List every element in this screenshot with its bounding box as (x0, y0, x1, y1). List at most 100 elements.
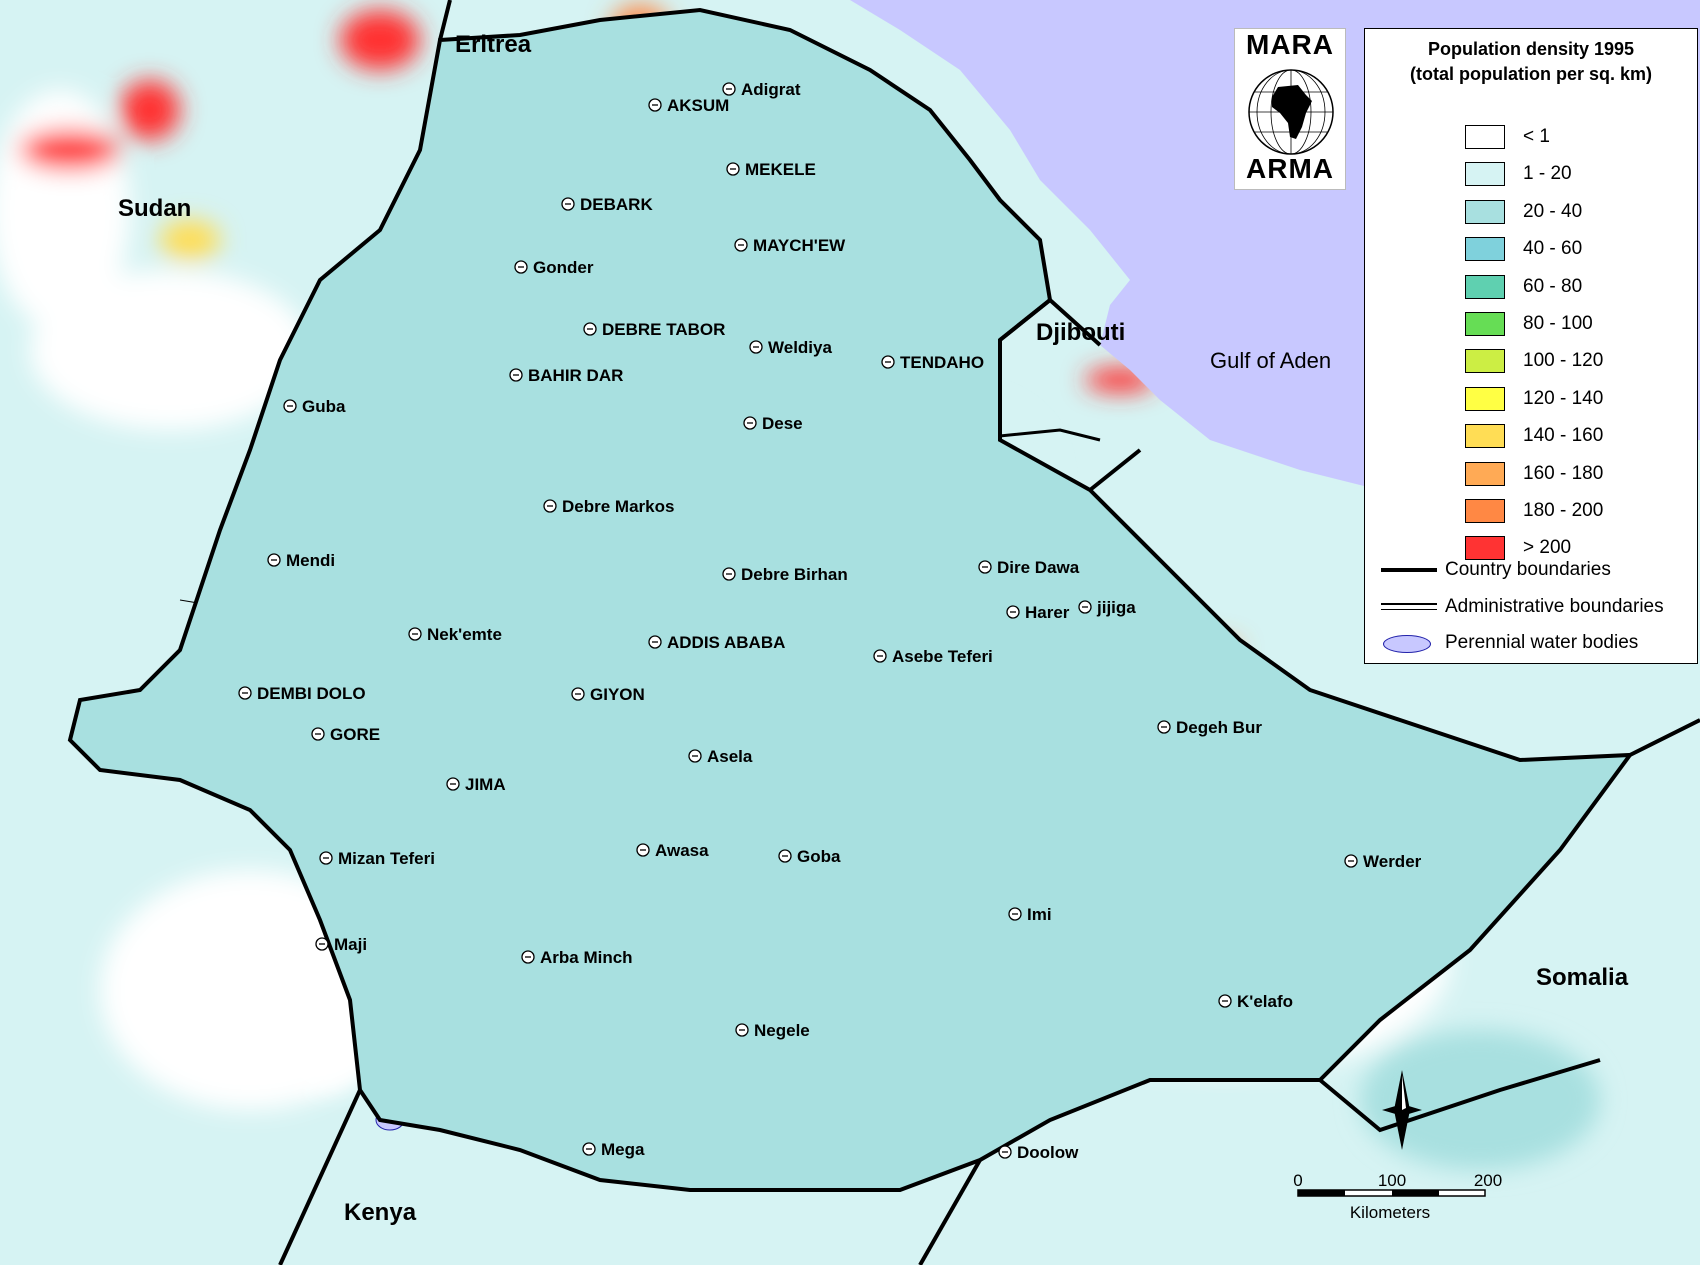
legend-class-label: 100 - 120 (1523, 350, 1604, 372)
place-marker: Awasa (636, 841, 709, 860)
admin-boundary-swatch (1379, 597, 1437, 617)
place-marker: Degeh Bur (1157, 718, 1262, 737)
place-label: Mendi (286, 551, 335, 570)
country-label: Djibouti (1036, 319, 1125, 346)
legend-swatch (1465, 499, 1505, 523)
place-marker: TENDAHO (881, 353, 984, 372)
kenya-west-border (278, 1089, 362, 1265)
place-marker: Mendi (267, 551, 335, 570)
place-marker: jijiga (1078, 598, 1136, 617)
place-marker: DEBRE TABOR (583, 320, 725, 339)
legend-line-label: Administrative boundaries (1445, 596, 1664, 617)
place-label: K'elafo (1237, 992, 1293, 1011)
place-label: GORE (330, 725, 380, 744)
legend-class: 180 - 200 (1465, 497, 1603, 525)
legend-class-label: 1 - 20 (1523, 163, 1572, 185)
legend-class: 20 - 40 (1465, 198, 1582, 226)
place-label: BAHIR DAR (528, 366, 623, 385)
legend-class-label: < 1 (1523, 126, 1550, 147)
place-label: Mega (601, 1140, 645, 1159)
place-label: Imi (1027, 905, 1052, 924)
place-label: JIMA (465, 775, 506, 794)
legend-subtitle: (total population per sq. km) (1410, 64, 1652, 84)
place-marker: Gonder (514, 258, 594, 277)
place-label: Dire Dawa (997, 558, 1080, 577)
legend-swatch (1465, 125, 1505, 149)
logo-text-top: MARA (1246, 29, 1334, 60)
djibouti-border (998, 297, 1102, 347)
place-marker: JIMA (446, 775, 506, 794)
globe-icon (1248, 69, 1334, 155)
place-marker: Guba (283, 397, 346, 416)
legend-class: 80 - 100 (1465, 310, 1593, 338)
place-label: ADDIS ABABA (667, 633, 785, 652)
legend-class: 140 - 160 (1465, 422, 1603, 450)
legend-class: 60 - 80 (1465, 273, 1582, 301)
legend-class-label: 160 - 180 (1523, 462, 1604, 484)
place-marker: ADDIS ABABA (648, 633, 785, 652)
place-marker: BAHIR DAR (509, 366, 623, 385)
place-marker: Doolow (998, 1143, 1079, 1162)
place-label: Debre Markos (562, 497, 674, 516)
place-marker: Mega (582, 1140, 645, 1159)
legend-swatch (1465, 424, 1505, 449)
place-marker: DEBARK (561, 195, 653, 214)
legend-swatch (1465, 274, 1505, 299)
legend-swatch (1465, 162, 1505, 187)
scale-tick: 200 (1474, 1171, 1502, 1190)
place-label: Maji (334, 935, 367, 954)
country-boundary-swatch (1379, 560, 1437, 580)
legend-swatch (1465, 237, 1505, 262)
eritrea-west-border (438, 0, 452, 41)
place-label: Degeh Bur (1176, 718, 1262, 737)
legend-class-label: 40 - 60 (1523, 238, 1583, 260)
place-label: MEKELE (745, 160, 816, 179)
legend-class: < 1 (1465, 123, 1550, 151)
place-label: AKSUM (667, 96, 729, 115)
place-label: Arba Minch (540, 948, 633, 967)
legend-class: 160 - 180 (1465, 460, 1603, 488)
logo-text-bottom: ARMA (1246, 153, 1334, 184)
place-marker: Arba Minch (521, 948, 633, 967)
place-label: DEBARK (580, 195, 653, 214)
country-label: Eritrea (455, 31, 532, 58)
place-label: Debre Birhan (741, 565, 848, 584)
place-label: Awasa (655, 841, 709, 860)
place-marker: Harer (1006, 603, 1070, 622)
legend-swatch (1465, 536, 1505, 561)
place-marker: Dire Dawa (978, 558, 1080, 577)
legend-class-label: 80 - 100 (1523, 313, 1593, 334)
country-boundaries (68, 0, 1700, 1265)
legend-class-label: 180 - 200 (1523, 500, 1604, 521)
place-marker: Asela (688, 747, 753, 766)
place-marker: Adigrat (722, 80, 801, 99)
legend-class-label: 120 - 140 (1523, 387, 1604, 409)
legend-class: 100 - 120 (1465, 347, 1603, 375)
place-marker: GORE (311, 725, 380, 744)
legend-class-label: 60 - 80 (1523, 275, 1583, 297)
somalia-kenya-border (1318, 1058, 1601, 1133)
legend-swatch (1465, 349, 1505, 374)
legend-class-label: > 200 (1523, 537, 1572, 559)
place-label: Gonder (533, 258, 594, 277)
legend-swatch (1465, 312, 1505, 336)
mara-logo: MARA ARMA (1234, 28, 1346, 190)
legend: Population density 1995 (total populatio… (1364, 28, 1698, 664)
sea-label: Gulf of Aden (1210, 348, 1331, 373)
place-label: jijiga (1096, 598, 1136, 617)
country-label: Somalia (1536, 964, 1629, 991)
place-marker: AKSUM (648, 96, 729, 115)
place-label: Harer (1025, 603, 1070, 622)
legend-class: 120 - 140 (1465, 385, 1603, 413)
place-marker: Mizan Teferi (319, 849, 435, 868)
legend-admin-boundaries: Administrative boundaries (1379, 593, 1664, 621)
legend-class-label: 140 - 160 (1523, 425, 1604, 447)
place-label: Asebe Teferi (892, 647, 993, 666)
legend-water-bodies: Perennial water bodies (1379, 629, 1638, 657)
place-marker: Goba (778, 847, 841, 866)
place-marker: DEMBI DOLO (238, 684, 366, 703)
scale-unit: Kilometers (1350, 1203, 1430, 1222)
place-marker: Dese (743, 414, 803, 433)
scale-tick: 100 (1378, 1171, 1406, 1190)
legend-line-label: Perennial water bodies (1445, 632, 1639, 653)
